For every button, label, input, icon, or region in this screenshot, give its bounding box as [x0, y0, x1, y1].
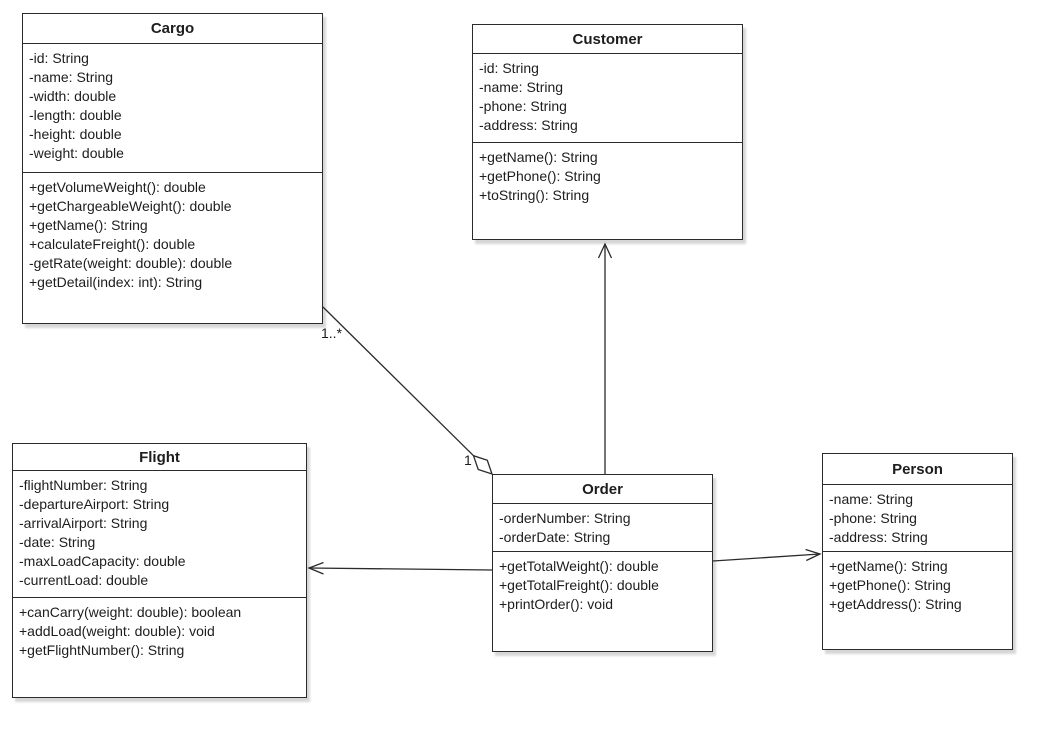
- class-flight: Flight -flightNumber: String -departureA…: [12, 443, 307, 698]
- cargo-attributes-compartment: -id: String -name: String -width: double…: [23, 44, 322, 173]
- class-attribute: -name: String: [479, 79, 564, 95]
- class-method: +getDetail(index: int): String: [29, 274, 203, 290]
- class-attribute: -length: double: [29, 107, 122, 123]
- class-attribute: -address: String: [829, 529, 928, 545]
- person-methods-compartment: +getName(): String +getPhone(): String +…: [823, 552, 1012, 649]
- class-attribute: -id: String: [479, 60, 539, 76]
- class-attribute: -name: String: [29, 69, 114, 85]
- class-method: +getChargeableWeight(): double: [29, 198, 232, 214]
- class-attribute: -departureAirport: String: [19, 496, 170, 512]
- class-title: Person: [823, 454, 1012, 485]
- class-method: -getRate(weight: double): double: [29, 255, 233, 271]
- class-attribute: -phone: String: [829, 510, 917, 526]
- class-method: +printOrder(): void: [499, 596, 613, 612]
- order-methods-compartment: +getTotalWeight(): double +getTotalFreig…: [493, 552, 712, 651]
- class-attribute: -id: String: [29, 50, 89, 66]
- arrowhead-right-icon: [805, 548, 822, 562]
- class-attribute: -width: double: [29, 88, 117, 104]
- class-method: +getPhone(): String: [479, 168, 601, 184]
- order-attributes-compartment: -orderNumber: String -orderDate: String: [493, 504, 712, 552]
- class-method: +toString(): String: [479, 187, 590, 203]
- class-title: Customer: [473, 25, 742, 54]
- class-method: +getPhone(): String: [829, 577, 951, 593]
- class-title: Flight: [13, 444, 306, 471]
- class-attribute: -flightNumber: String: [19, 477, 148, 493]
- arrowhead-up-icon: [597, 242, 613, 259]
- class-attribute: -name: String: [829, 491, 914, 507]
- class-method: +canCarry(weight: double): boolean: [19, 604, 242, 620]
- person-attributes-compartment: -name: String -phone: String -address: S…: [823, 485, 1012, 552]
- class-title: Cargo: [23, 14, 322, 44]
- class-person: Person -name: String -phone: String -add…: [822, 453, 1013, 650]
- cargo-methods-compartment: +getVolumeWeight(): double +getChargeabl…: [23, 173, 322, 323]
- customer-methods-compartment: +getName(): String +getPhone(): String +…: [473, 143, 742, 239]
- class-method: +getTotalWeight(): double: [499, 558, 659, 574]
- class-attribute: -arrivalAirport: String: [19, 515, 148, 531]
- class-attribute: -orderNumber: String: [499, 510, 631, 526]
- class-method: +addLoad(weight: double): void: [19, 623, 215, 639]
- class-method: +getFlightNumber(): String: [19, 642, 185, 658]
- class-method: +getName(): String: [479, 149, 598, 165]
- class-attribute: -height: double: [29, 126, 122, 142]
- multiplicity-cargo-end: 1..*: [321, 325, 343, 341]
- multiplicity-order-end: 1: [464, 452, 472, 468]
- association-line-order-person: [712, 553, 821, 562]
- class-method: +calculateFreight(): double: [29, 236, 196, 252]
- flight-attributes-compartment: -flightNumber: String -departureAirport:…: [13, 471, 306, 598]
- class-title: Order: [493, 475, 712, 504]
- class-method: +getName(): String: [29, 217, 148, 233]
- class-method: +getName(): String: [829, 558, 948, 574]
- flight-methods-compartment: +canCarry(weight: double): boolean +addL…: [13, 598, 306, 697]
- class-cargo: Cargo -id: String -name: String -width: …: [22, 13, 323, 324]
- association-line-order-flight: [308, 567, 493, 571]
- arrowhead-left-icon: [307, 561, 324, 575]
- class-attribute: -orderDate: String: [499, 529, 611, 545]
- class-method: +getAddress(): String: [829, 596, 962, 612]
- class-attribute: -weight: double: [29, 145, 124, 161]
- class-attribute: -date: String: [19, 534, 96, 550]
- customer-attributes-compartment: -id: String -name: String -phone: String…: [473, 54, 742, 143]
- class-order: Order -orderNumber: String -orderDate: S…: [492, 474, 713, 652]
- class-method: +getVolumeWeight(): double: [29, 179, 206, 195]
- class-method: +getTotalFreight(): double: [499, 577, 659, 593]
- class-customer: Customer -id: String -name: String -phon…: [472, 24, 743, 240]
- class-attribute: -currentLoad: double: [19, 572, 149, 588]
- class-attribute: -maxLoadCapacity: double: [19, 553, 186, 569]
- class-attribute: -address: String: [479, 117, 578, 133]
- class-attribute: -phone: String: [479, 98, 567, 114]
- aggregation-diamond-icon: [472, 454, 494, 476]
- aggregation-line-cargo-order: [322, 306, 474, 457]
